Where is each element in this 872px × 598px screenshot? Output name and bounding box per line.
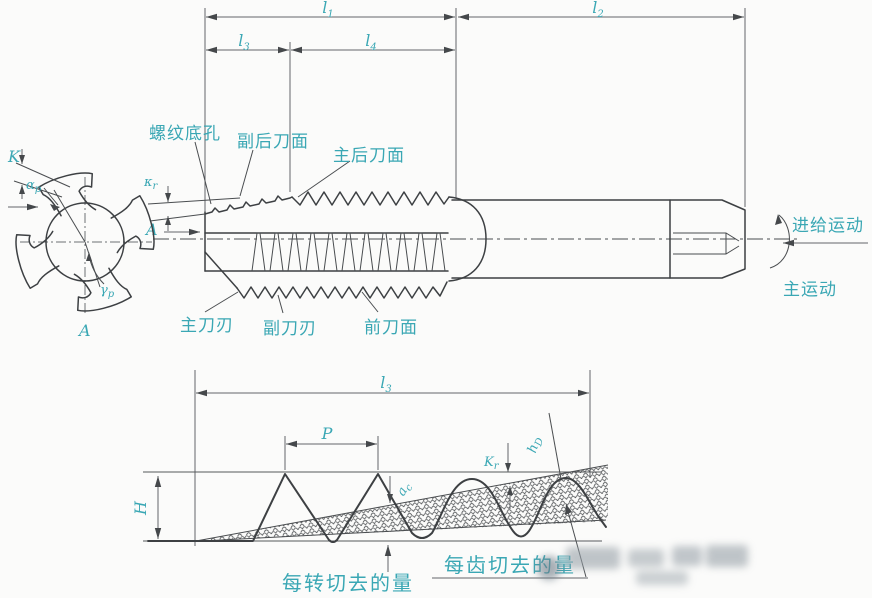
dim-l1-label: l1 bbox=[322, 0, 334, 20]
watermark-blob-2 bbox=[628, 549, 664, 567]
label-leader-lines bbox=[194, 141, 379, 314]
alpha-p-radial-line bbox=[53, 189, 86, 243]
alpha-p-arrowhead bbox=[27, 203, 38, 211]
land-bottom bbox=[73, 267, 132, 312]
dim-l4-label: l4 bbox=[365, 31, 377, 53]
label-major-flank-face: 主后刀面 bbox=[333, 146, 405, 166]
alpha-p-leader-arrowhead bbox=[50, 204, 60, 211]
thread-profile-curve bbox=[147, 473, 607, 543]
main-motion-arrowhead bbox=[775, 214, 782, 225]
cutting-scheme-view: l3 P H ac Kr hD 每转切去的量 bbox=[131, 370, 609, 595]
watermark-blob-1 bbox=[566, 547, 620, 569]
end-view-section-a: K αp γp A bbox=[7, 147, 155, 340]
k-relief-label: K bbox=[7, 147, 21, 166]
side-view-labels: 螺纹底孔 副后刀面 主后刀面 主刀刃 副刀刃 前刀面 进给运动 主运动 bbox=[149, 124, 868, 339]
extension-lines bbox=[204, 8, 746, 250]
pitch-label: P bbox=[321, 424, 333, 443]
alpha-p-leader-arc bbox=[43, 187, 59, 206]
watermark-blob-4 bbox=[706, 545, 748, 567]
label-pilot-hole: 螺纹底孔 bbox=[149, 124, 221, 144]
label-minor-flank-face: 副后刀面 bbox=[237, 132, 309, 152]
kr-label: Kr bbox=[483, 455, 500, 472]
top-dimensions: l1 l2 l3 l4 bbox=[204, 0, 746, 250]
label-cut-per-revolution: 每转切去的量 bbox=[282, 571, 414, 595]
tap-side-view: κr A bbox=[143, 175, 800, 299]
front-bottom-chamfer bbox=[204, 251, 238, 289]
thread-teeth-top bbox=[291, 191, 450, 206]
per-tooth-arrowhead bbox=[565, 504, 572, 515]
dim-l2-label: l2 bbox=[592, 0, 604, 20]
label-rake-face: 前刀面 bbox=[364, 318, 418, 338]
chamfer-extension-line bbox=[149, 213, 206, 222]
ac-arrowhead bbox=[387, 494, 393, 503]
kappa-r-arrowheads bbox=[165, 193, 171, 225]
pilot-hole-line bbox=[147, 197, 241, 205]
scheme-extension-lines bbox=[194, 370, 591, 546]
gamma-p-radial-line bbox=[84, 241, 101, 288]
flute-band-edges bbox=[204, 232, 449, 272]
tap-core-circle bbox=[45, 202, 125, 282]
thread-runout-cap bbox=[448, 196, 487, 282]
main-motion-arc bbox=[769, 214, 790, 269]
thread-teeth-bottom bbox=[236, 281, 448, 299]
gamma-p-arrowhead bbox=[86, 252, 92, 261]
land-right bbox=[110, 195, 155, 254]
wedge-lower-line bbox=[201, 519, 607, 542]
dimension-arrowheads bbox=[206, 13, 744, 54]
view-a-title: A bbox=[77, 321, 91, 340]
tap-lands bbox=[15, 172, 155, 312]
flute-thread-profiles bbox=[251, 232, 446, 272]
feed-motion-arrowhead bbox=[783, 239, 794, 247]
chamfer-cutting-teeth bbox=[204, 195, 293, 215]
pitch-arrowheads bbox=[286, 440, 377, 448]
label-main-cutting-edge: 主刀刃 bbox=[180, 316, 234, 336]
dim-l3-label: l3 bbox=[238, 31, 250, 53]
watermark-blob-3 bbox=[672, 546, 702, 566]
h-label: H bbox=[131, 500, 150, 516]
gamma-p-label: γp bbox=[100, 283, 115, 300]
hd-leader-line bbox=[548, 412, 562, 480]
alpha-p-label: αp bbox=[26, 178, 42, 195]
dimension-lines bbox=[206, 16, 744, 51]
per-rev-arrowhead bbox=[384, 545, 392, 556]
land-top bbox=[38, 172, 97, 217]
land-left bbox=[15, 230, 60, 289]
watermark-blob-5 bbox=[636, 571, 688, 585]
blurred-watermark bbox=[537, 545, 748, 585]
ac-label: ac bbox=[394, 479, 416, 499]
label-feed-motion: 进给运动 bbox=[792, 216, 864, 236]
k-relief-lines bbox=[13, 162, 71, 198]
scheme-l3-label: l3 bbox=[380, 373, 392, 395]
square-drive-end bbox=[669, 199, 746, 279]
shank-outline bbox=[451, 199, 671, 279]
label-main-motion: 主运动 bbox=[783, 280, 837, 300]
k-arrowheads bbox=[19, 155, 25, 194]
pitch-extension-lines bbox=[284, 436, 379, 470]
square-drive-detail bbox=[673, 232, 740, 255]
wedge-upper-line bbox=[195, 464, 609, 542]
kappa-r-label: κr bbox=[143, 175, 159, 192]
hd-label: hD bbox=[525, 435, 546, 456]
label-minor-cutting-edge: 副刀刃 bbox=[263, 319, 317, 339]
watermark-blob-circle bbox=[537, 556, 561, 580]
section-a-arrowhead bbox=[189, 228, 200, 236]
